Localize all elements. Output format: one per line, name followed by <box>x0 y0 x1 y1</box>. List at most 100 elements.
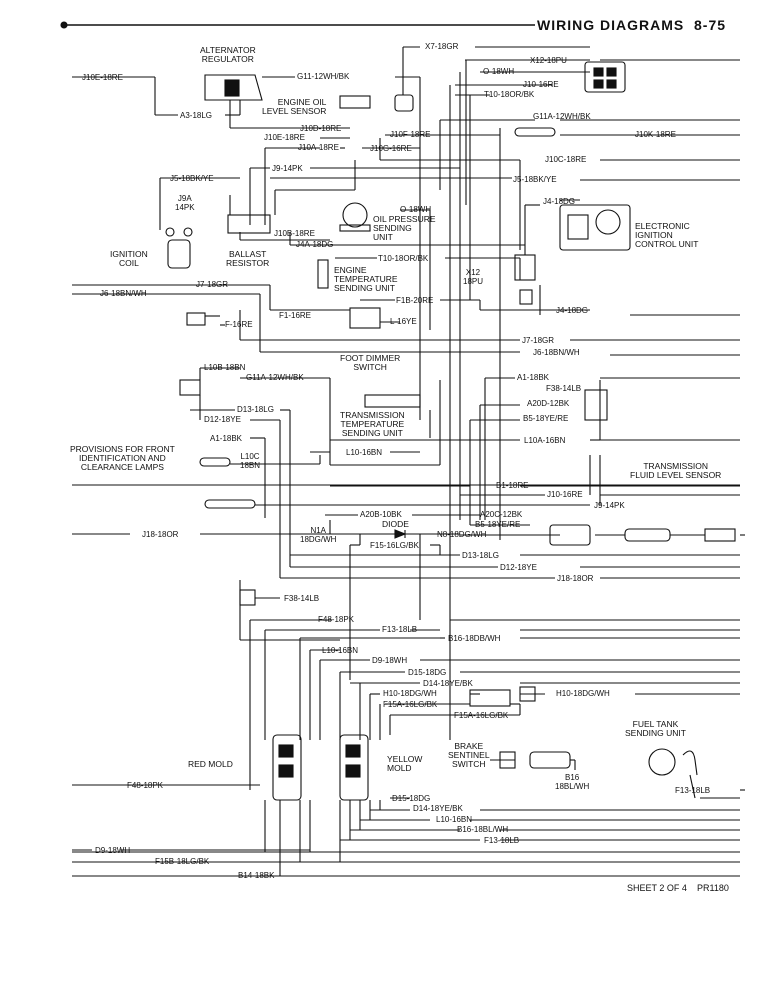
transmission-fluid-level-sensor-label: TRANSMISSION FLUID LEVEL SENSOR <box>630 461 722 480</box>
wire-label: F48-18PK <box>318 615 355 624</box>
wire-label: J10C-18RE <box>545 155 587 164</box>
wire-label: D15-18DG <box>392 794 431 803</box>
wire-label: B16-18BL/WH <box>457 825 509 834</box>
wire-label: F-16RE <box>225 320 253 329</box>
wire-label: J10A-18RE <box>298 143 339 152</box>
wire-label: L10-16BN <box>436 815 473 824</box>
wire-label: J18-18OR <box>557 574 594 583</box>
wire-label: J9-14PK <box>272 164 303 173</box>
ballast-resistor-label: BALLAST RESISTOR <box>226 249 270 268</box>
wire-label: H10-18DG/WH <box>556 689 610 698</box>
brake-sentinel-switch-label: BRAKE SENTINEL SWITCH <box>448 741 490 769</box>
wire-label: J10B-18RE <box>274 229 315 238</box>
wire-label: J6-18BN/WH <box>533 348 580 357</box>
wire-label: A20D-12BK <box>527 399 570 408</box>
engine-oil-level-sensor-label: ENGINE OIL LEVEL SENSOR <box>262 97 327 116</box>
drawing-code: PR1180 <box>697 883 729 893</box>
wire-label: J10D-18RE <box>300 124 342 133</box>
wire-label: F1B-20RE <box>396 296 434 305</box>
wire-label: F13-18LB <box>484 836 520 845</box>
wire-label: A20C-12BK <box>480 510 523 519</box>
wire-label: F38-14LB <box>284 594 320 603</box>
wire-label: J7-18GR <box>522 336 555 345</box>
wire-label: N8-18DG/WH <box>437 530 487 539</box>
oil-pressure-sending-unit-label: OIL PRESSURE SENDING UNIT <box>373 214 436 242</box>
wire-label: J4-18DG <box>543 197 576 206</box>
sheet-number: SHEET 2 OF 4 <box>627 883 687 893</box>
wire-label: D14-18YE/BK <box>413 804 463 813</box>
wire-label: J10F-18RE <box>390 130 431 139</box>
wire-label: L-16YE <box>390 317 417 326</box>
wire-label: J4A-18DG <box>296 240 334 249</box>
wire-label: J9A 14PK <box>175 194 195 212</box>
wire-label: X7-18GR <box>425 42 459 51</box>
wire-label: J9-14PK <box>594 501 625 510</box>
wire-label: G11A-12WH/BK <box>533 112 591 121</box>
wire-label: A20B-10BK <box>360 510 402 519</box>
wire-label: J10G-16RE <box>370 144 412 153</box>
wire-label: F48-18PK <box>127 781 164 790</box>
page-number: 8-75 <box>694 17 727 33</box>
wire-label: D13-18LG <box>237 405 274 414</box>
wire-label: J10K-18RE <box>635 130 676 139</box>
wire-label: L10C 18BN <box>240 452 261 470</box>
wire-label: J10E-18RE <box>264 133 305 142</box>
wire-label: J7-18GR <box>196 280 229 289</box>
wire-label: X12-18PU <box>530 56 567 65</box>
wire-label: X12 18PU <box>463 268 484 286</box>
wire-label: F38-14LB <box>546 384 582 393</box>
wire-label: F15A-16LG/BK <box>383 700 438 709</box>
wire-label: F1-16RE <box>279 311 312 320</box>
wire-label: H10-18DG/WH <box>383 689 437 698</box>
wire-label: T10-18OR/BK <box>484 90 535 99</box>
wire-label: O-18WH <box>483 67 515 76</box>
wire-label: B16 18BL/WH <box>555 773 590 791</box>
wire-label: J5-18BK/YE <box>513 175 557 184</box>
wire-label: B1-18RE <box>496 481 529 490</box>
wire-label: D14-18YE/BK <box>423 679 473 688</box>
ignition-coil-label: IGNITION COIL <box>110 249 148 268</box>
wire-label: A1-18BK <box>517 373 550 382</box>
wire-label: D12-18YE <box>204 415 241 424</box>
wire-label: J10-16RE <box>547 490 583 499</box>
wire-label: F13-18LB <box>382 625 418 634</box>
wire-label: B14-18BK <box>238 871 275 880</box>
wire-label: J6-18BN/WH <box>100 289 147 298</box>
red-mold-label: RED MOLD <box>188 759 233 769</box>
wire-label: D15-18DG <box>408 668 447 677</box>
engine-temperature-sending-unit-label: ENGINE TEMPERATURE SENDING UNIT <box>334 265 398 293</box>
wire-label: B16-18DB/WH <box>448 634 501 643</box>
wire-label: F15B-18LG/BK <box>155 857 210 866</box>
wire-label: D9-18WH <box>95 846 131 855</box>
wire-label: O-18WH <box>400 205 432 214</box>
wire-label: J4-18DG <box>556 306 589 315</box>
foot-dimmer-switch-label: FOOT DIMMER SWITCH <box>340 353 401 372</box>
wire-label: L10-16BN <box>322 646 359 655</box>
alternator-regulator-label: ALTERNATOR REGULATOR <box>200 45 256 64</box>
wire-label: B5-18YE/RE <box>523 414 569 423</box>
wire-label: D13-18LG <box>462 551 499 560</box>
wire-label: F13-18LB <box>675 786 711 795</box>
wire-label: D12-18YE <box>500 563 537 572</box>
wire-label: L10A-16BN <box>524 436 566 445</box>
wire-label: L10B-18BN <box>204 363 246 372</box>
wire-label: G11-12WH/BK <box>297 72 350 81</box>
wire-label: L10-16BN <box>346 448 383 457</box>
yellow-mold-label: YELLOW MOLD <box>387 754 423 773</box>
transmission-temperature-sending-unit-label: TRANSMISSION TEMPERATURE SENDING UNIT <box>340 410 405 438</box>
wire-label: J10-16RE <box>523 80 559 89</box>
fuel-tank-sending-unit-label: FUEL TANK SENDING UNIT <box>625 719 686 738</box>
wire-label: J5-18BK/YE <box>170 174 214 183</box>
wire-label: A1-18BK <box>210 434 243 443</box>
electronic-ignition-control-unit-label: ELECTRONIC IGNITION CONTROL UNIT <box>635 221 699 249</box>
wire-label: T10-18OR/BK <box>378 254 429 263</box>
wire-label: N1A 18DG/WH <box>300 526 337 544</box>
provisions-front-lamps-label: PROVISIONS FOR FRONT IDENTIFICATION AND … <box>70 444 175 472</box>
wire-label: B5-18YE/RE <box>475 520 521 529</box>
wire-label: A3-18LG <box>180 111 213 120</box>
wire-label: G11A-12WH/BK <box>246 373 304 382</box>
wire-label: J10E-18RE <box>82 73 123 82</box>
header-title: WIRING DIAGRAMS <box>537 17 685 33</box>
wire-label: J18-18OR <box>142 530 179 539</box>
